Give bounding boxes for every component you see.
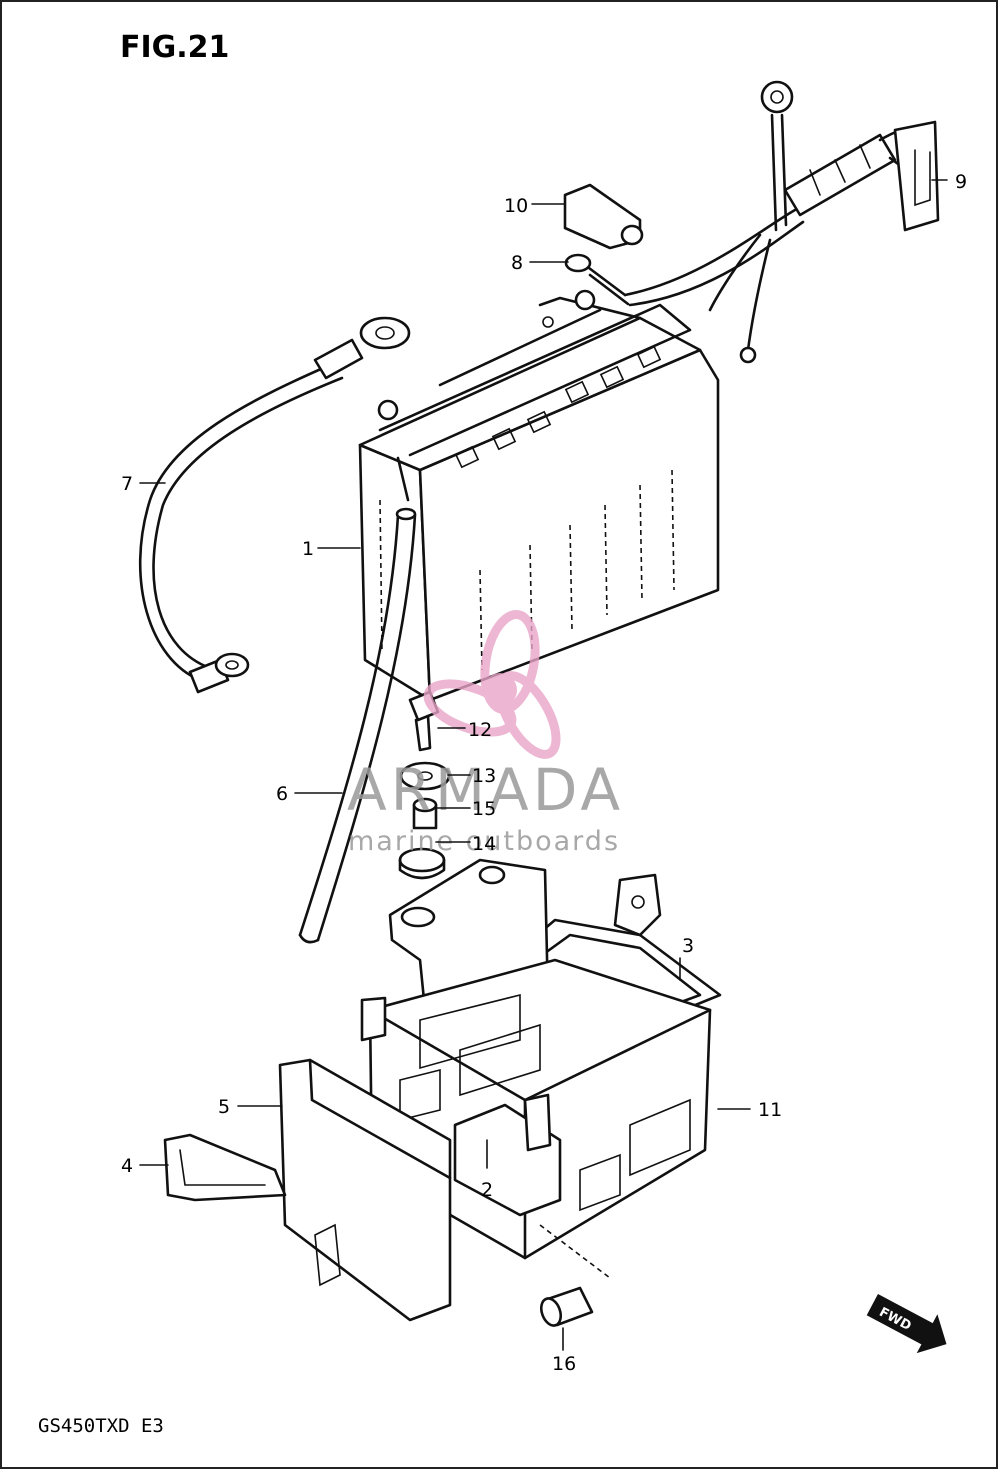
collar: [412, 797, 438, 830]
positive-cable-fuse-holder: [564, 80, 940, 364]
cushion-cap: [539, 1224, 611, 1327]
callout-5: 5: [218, 1096, 230, 1118]
battery-cover-plate: [278, 1058, 452, 1322]
callout-13: 13: [472, 765, 496, 787]
watermark: ARMADA marine outboards: [347, 610, 624, 857]
watermark-tagline: marine outboards: [348, 826, 620, 857]
model-code: GS450TXD E3: [38, 1415, 164, 1437]
callouts: 1 2 3 4 5 6 7 8 9 10 11 12 13 14 15 16: [121, 171, 967, 1375]
callout-15: 15: [472, 798, 496, 820]
grommet: [398, 847, 446, 880]
battery: [358, 289, 720, 702]
callout-12: 12: [468, 719, 492, 741]
callout-16: 16: [552, 1353, 576, 1375]
callout-9: 9: [955, 171, 967, 193]
callout-1: 1: [302, 538, 314, 560]
figure-title: FIG.21: [120, 30, 229, 65]
callout-10: 10: [504, 195, 528, 217]
callout-7: 7: [121, 473, 133, 495]
callout-6: 6: [276, 783, 288, 805]
callout-4: 4: [121, 1155, 133, 1177]
bolt: [408, 690, 440, 752]
terminal-cover: [563, 183, 644, 250]
breather-tube: [298, 507, 417, 944]
callout-2: 2: [481, 1179, 493, 1201]
callout-11: 11: [758, 1099, 782, 1121]
negative-cable: [138, 316, 411, 694]
callout-14: 14: [472, 833, 496, 855]
washer: [399, 761, 451, 791]
propeller-logo-icon: [423, 610, 561, 759]
battery-holder: [360, 858, 722, 1260]
callout-3: 3: [682, 935, 694, 957]
leader-lines: [139, 179, 948, 1351]
forward-arrow-icon: FWD: [866, 1294, 947, 1354]
callout-8: 8: [511, 252, 523, 274]
battery-band: [163, 1133, 287, 1202]
watermark-brand: ARMADA: [347, 756, 624, 824]
